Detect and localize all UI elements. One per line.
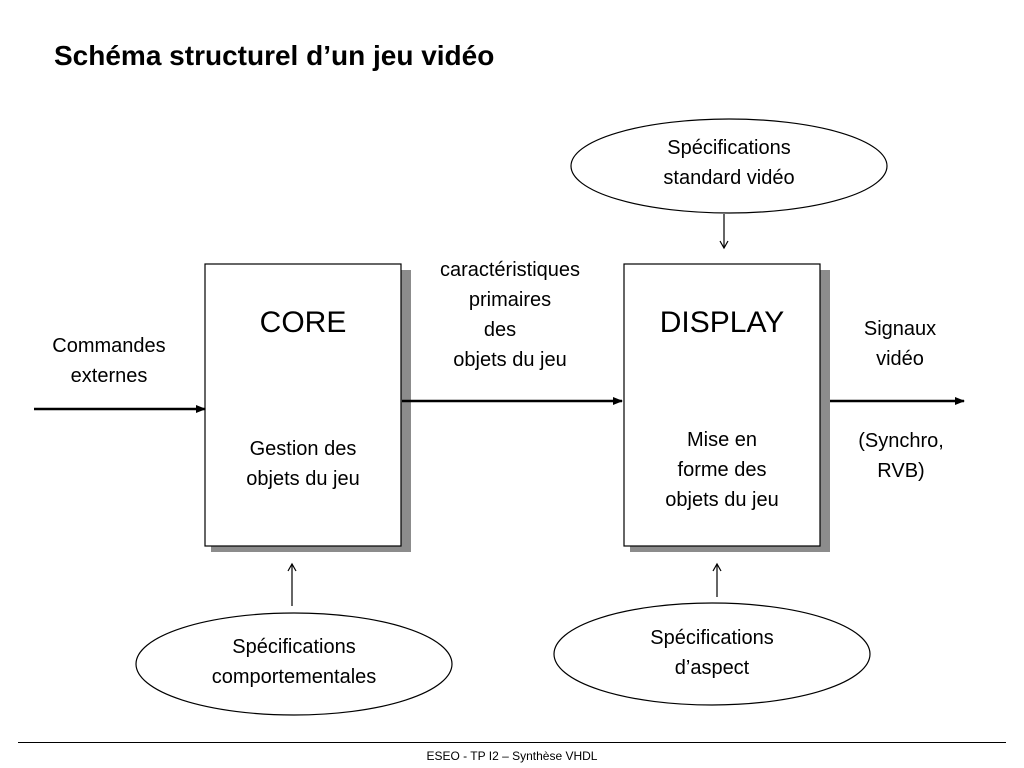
label-line: caractéristiques bbox=[439, 259, 581, 281]
ellipse-text-line: d’aspect bbox=[674, 657, 750, 679]
label-line: Signaux bbox=[863, 318, 937, 340]
video-standard-spec-label: Spécifications standard vidéo bbox=[629, 133, 829, 193]
ellipse-text-line: Spécifications bbox=[650, 627, 774, 649]
core-block bbox=[204, 263, 402, 547]
ellipse-video-standard bbox=[570, 118, 888, 214]
label-line: objets du jeu bbox=[453, 349, 567, 371]
ellipse-text-line: Spécifications bbox=[232, 636, 356, 658]
ellipse-appearance bbox=[553, 602, 871, 706]
display-description-line: forme des bbox=[677, 459, 767, 481]
label-line: RVB) bbox=[877, 460, 925, 482]
core-description-line: objets du jeu bbox=[246, 468, 360, 490]
appearance-spec-label: Spécifications d’aspect bbox=[612, 623, 812, 683]
label-line: des bbox=[483, 319, 517, 341]
behavioral-spec-label: Spécifications comportementales bbox=[174, 632, 414, 692]
external-commands-label: Commandes externes bbox=[24, 331, 194, 391]
footer-text: ESEO - TP I2 – Synthèse VHDL bbox=[426, 749, 598, 763]
display-description: Mise en forme des objets du jeu bbox=[624, 425, 820, 515]
label-line: vidéo bbox=[876, 348, 924, 370]
label-line: Commandes bbox=[52, 335, 166, 357]
core-description-line: Gestion des bbox=[249, 438, 357, 460]
display-block bbox=[623, 263, 821, 547]
sync-rgb-label: (Synchro, RVB) bbox=[836, 426, 966, 486]
label-line: (Synchro, bbox=[858, 430, 944, 452]
label-line: primaires bbox=[468, 289, 552, 311]
ellipse-text-line: comportementales bbox=[211, 666, 377, 688]
footer-divider bbox=[18, 742, 1006, 743]
video-signals-label: Signaux vidéo bbox=[840, 314, 960, 374]
display-description-line: Mise en bbox=[686, 429, 758, 451]
ellipse-text-line: Spécifications bbox=[667, 137, 791, 159]
label-line: externes bbox=[70, 365, 148, 387]
display-title: DISPLAY bbox=[659, 306, 785, 339]
primary-characteristics-label: caractéristiques primaires des objets du… bbox=[410, 255, 610, 375]
slide-title: Schéma structurel d’un jeu vidéo bbox=[54, 40, 495, 71]
display-description-line: objets du jeu bbox=[665, 489, 779, 511]
core-title: CORE bbox=[259, 306, 347, 339]
ellipse-text-line: standard vidéo bbox=[663, 167, 795, 189]
core-description: Gestion des objets du jeu bbox=[205, 434, 401, 494]
ellipse-behavioral bbox=[135, 612, 453, 716]
